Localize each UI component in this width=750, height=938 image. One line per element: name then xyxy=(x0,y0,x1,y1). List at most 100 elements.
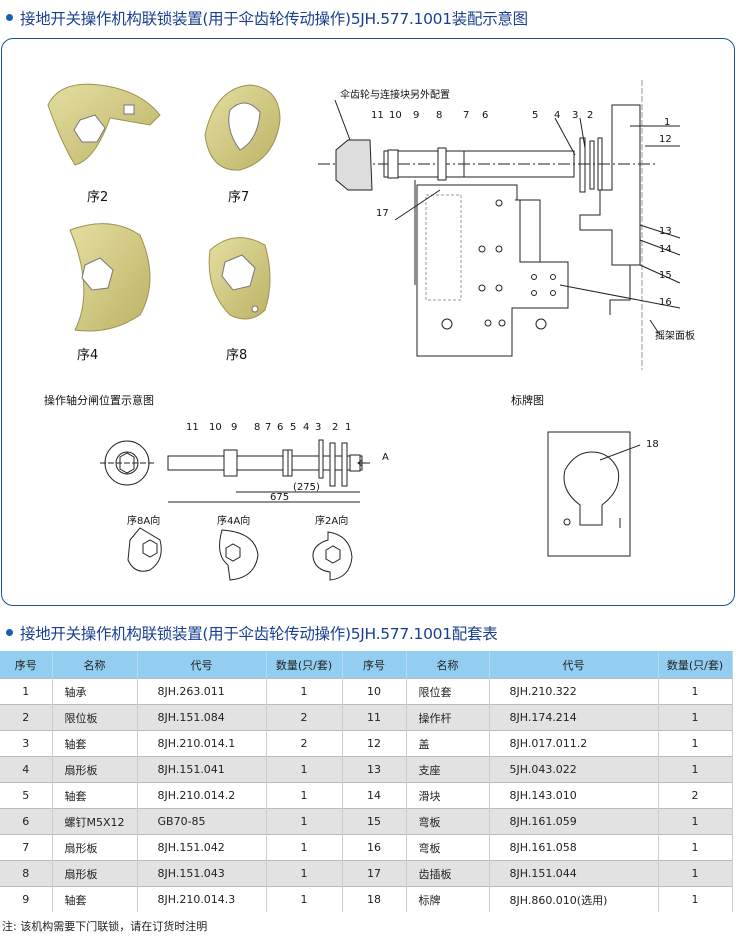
callout: 18 xyxy=(646,439,659,450)
table-cell: 13 xyxy=(342,756,407,783)
column-header: 数量(只/套) xyxy=(658,651,733,679)
table-cell: 16 xyxy=(342,834,407,861)
view-label: 序4A向 xyxy=(217,514,250,527)
table-cell: 9 xyxy=(0,886,53,912)
part-photo-4: 序4 xyxy=(69,223,151,363)
callout: 9 xyxy=(413,110,419,121)
callout: 10 xyxy=(389,110,402,121)
table-cell: 操作杆 xyxy=(406,704,490,731)
callout: 10 xyxy=(209,422,222,433)
callout: 5 xyxy=(532,110,538,121)
assembly-drawing: 序2 序7 序4 序8 xyxy=(44,80,695,581)
table-header-row: 序号 名称 代号 数量(只/套) 序号 名称 代号 数量(只/套) xyxy=(0,651,733,679)
table-cell: 1 xyxy=(0,678,53,705)
callout: 8 xyxy=(254,422,260,433)
table-cell: 8JH.174.214 xyxy=(489,704,659,731)
table-cell: 弯板 xyxy=(406,808,490,835)
table-cell: 限位板 xyxy=(52,704,138,731)
table-cell: 8JH.151.043 xyxy=(137,860,267,887)
callout: 3 xyxy=(315,422,321,433)
table-cell: 8JH.151.044 xyxy=(489,860,659,887)
table-cell: 标牌 xyxy=(406,886,490,912)
table-cell: 扇形板 xyxy=(52,756,138,783)
callout: 15 xyxy=(659,270,672,281)
callout: 11 xyxy=(186,422,199,433)
section-title-table: 接地开关操作机构联锁装置(用于伞齿轮传动操作)5JH.577.1001配套表 xyxy=(6,622,498,644)
column-header: 名称 xyxy=(52,651,138,679)
table-cell: 限位套 xyxy=(406,678,490,705)
bevel-gear-note: 伞齿轮与连接块另外配置 xyxy=(340,88,450,101)
column-header: 数量(只/套) xyxy=(266,651,343,679)
table-cell: 3 xyxy=(0,730,53,757)
table-cell: 支座 xyxy=(406,756,490,783)
footnote: 注: 该机构需要下门联锁，请在订货时注明 xyxy=(2,920,208,933)
table-cell: 18 xyxy=(342,886,407,912)
callout: 7 xyxy=(265,422,271,433)
table-cell: 8JH.263.011 xyxy=(137,678,267,705)
table-cell: 齿插板 xyxy=(406,860,490,887)
table-cell: 轴套 xyxy=(52,886,138,912)
column-header: 序号 xyxy=(0,651,53,679)
table-cell: 5 xyxy=(0,782,53,809)
table-cell: 15 xyxy=(342,808,407,835)
table-cell: 17 xyxy=(342,860,407,887)
view-arrow-label: A xyxy=(382,452,389,463)
table-cell: 滑块 xyxy=(406,782,490,809)
table-cell: 1 xyxy=(266,886,343,912)
table-cell: 11 xyxy=(342,704,407,731)
table-cell: 1 xyxy=(658,756,733,783)
table-cell: 盖 xyxy=(406,730,490,757)
callout: 1 xyxy=(345,422,351,433)
plate-diagram-title: 标牌图 xyxy=(511,393,544,407)
part-label: 序7 xyxy=(228,190,249,205)
part-label: 序2 xyxy=(87,190,108,205)
table-cell: 1 xyxy=(266,782,343,809)
callout: 7 xyxy=(463,110,469,121)
callout: 2 xyxy=(332,422,338,433)
part-photo-2: 序2 xyxy=(47,83,161,205)
callout: 1 xyxy=(664,117,670,128)
section-title-text: 接地开关操作机构联锁装置(用于伞齿轮传动操作)5JH.577.1001装配示意图 xyxy=(20,10,528,28)
bullet-icon xyxy=(6,14,13,21)
dimension-675: 675 xyxy=(270,492,289,503)
table-cell: 1 xyxy=(266,834,343,861)
bullet-icon xyxy=(6,629,13,636)
callout: 6 xyxy=(277,422,283,433)
column-header: 序号 xyxy=(342,651,407,679)
callout: 12 xyxy=(659,134,672,145)
table-cell: 8JH.151.084 xyxy=(137,704,267,731)
table-cell: 8JH.860.010(选用) xyxy=(489,886,659,912)
table-cell: 1 xyxy=(266,808,343,835)
table-cell: 1 xyxy=(658,860,733,887)
table-cell: 8JH.143.010 xyxy=(489,782,659,809)
table-cell: 7 xyxy=(0,834,53,861)
table-cell: 8JH.151.041 xyxy=(137,756,267,783)
table-cell: 8JH.161.059 xyxy=(489,808,659,835)
table-cell: 1 xyxy=(658,704,733,731)
table-cell: 4 xyxy=(0,756,53,783)
table-cell: 8JH.017.011.2 xyxy=(489,730,659,757)
column-header: 代号 xyxy=(137,651,267,679)
table-cell: 扇形板 xyxy=(52,860,138,887)
table-cell: 1 xyxy=(658,678,733,705)
part-label: 序4 xyxy=(77,348,98,363)
table-cell: 螺钉M5X12 xyxy=(52,808,138,835)
table-cell: 8JH.210.014.2 xyxy=(137,782,267,809)
assembly-panel xyxy=(1,38,735,606)
table-cell: 1 xyxy=(266,756,343,783)
callout: 13 xyxy=(659,226,672,237)
shaft-drawing xyxy=(100,439,370,581)
table-cell: 1 xyxy=(266,860,343,887)
callout: 6 xyxy=(482,110,488,121)
part-photo-7: 序7 xyxy=(204,84,281,205)
callout: 16 xyxy=(659,297,672,308)
callout: 17 xyxy=(376,208,389,219)
table-cell: 8JH.210.322 xyxy=(489,678,659,705)
